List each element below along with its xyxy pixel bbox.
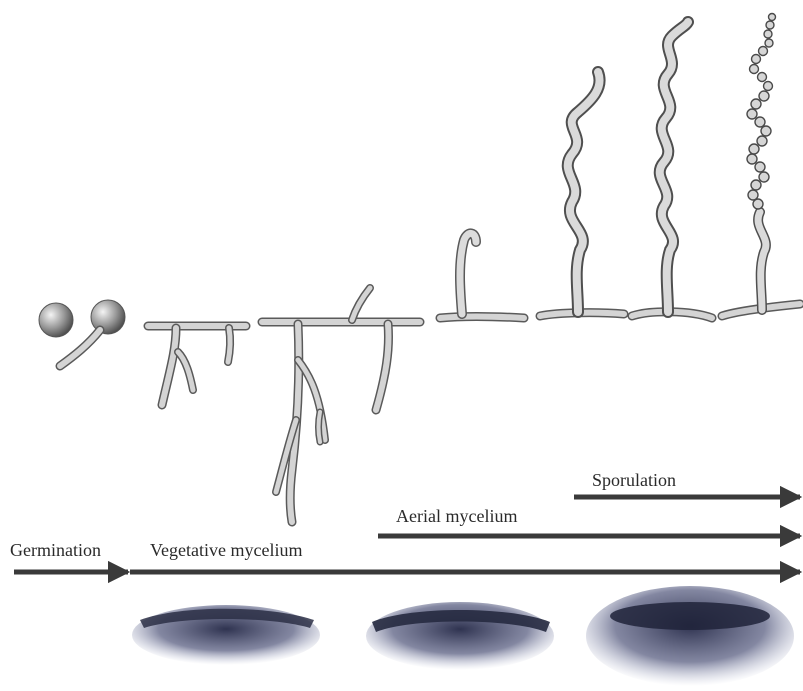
aerial-hypha-early [440,233,524,318]
aerial-mycelium-label: Aerial mycelium [396,506,517,527]
colony-images [132,586,794,686]
young-mycelium [148,326,246,405]
aerial-hypha-spiral [632,22,712,318]
spore [39,303,73,337]
colony-vegetative [132,605,320,665]
colony-sporulating [586,586,794,686]
colony-aerial [366,602,554,670]
germination-label: Germination [10,540,101,561]
spore-beads [747,14,776,210]
spore-group [39,300,125,366]
spore-chain [722,14,800,317]
aerial-hypha-coiled [540,72,624,316]
mature-mycelium [262,288,420,522]
vegetative-mycelium-label: Vegetative mycelium [150,540,302,561]
sporulation-label: Sporulation [592,470,676,491]
